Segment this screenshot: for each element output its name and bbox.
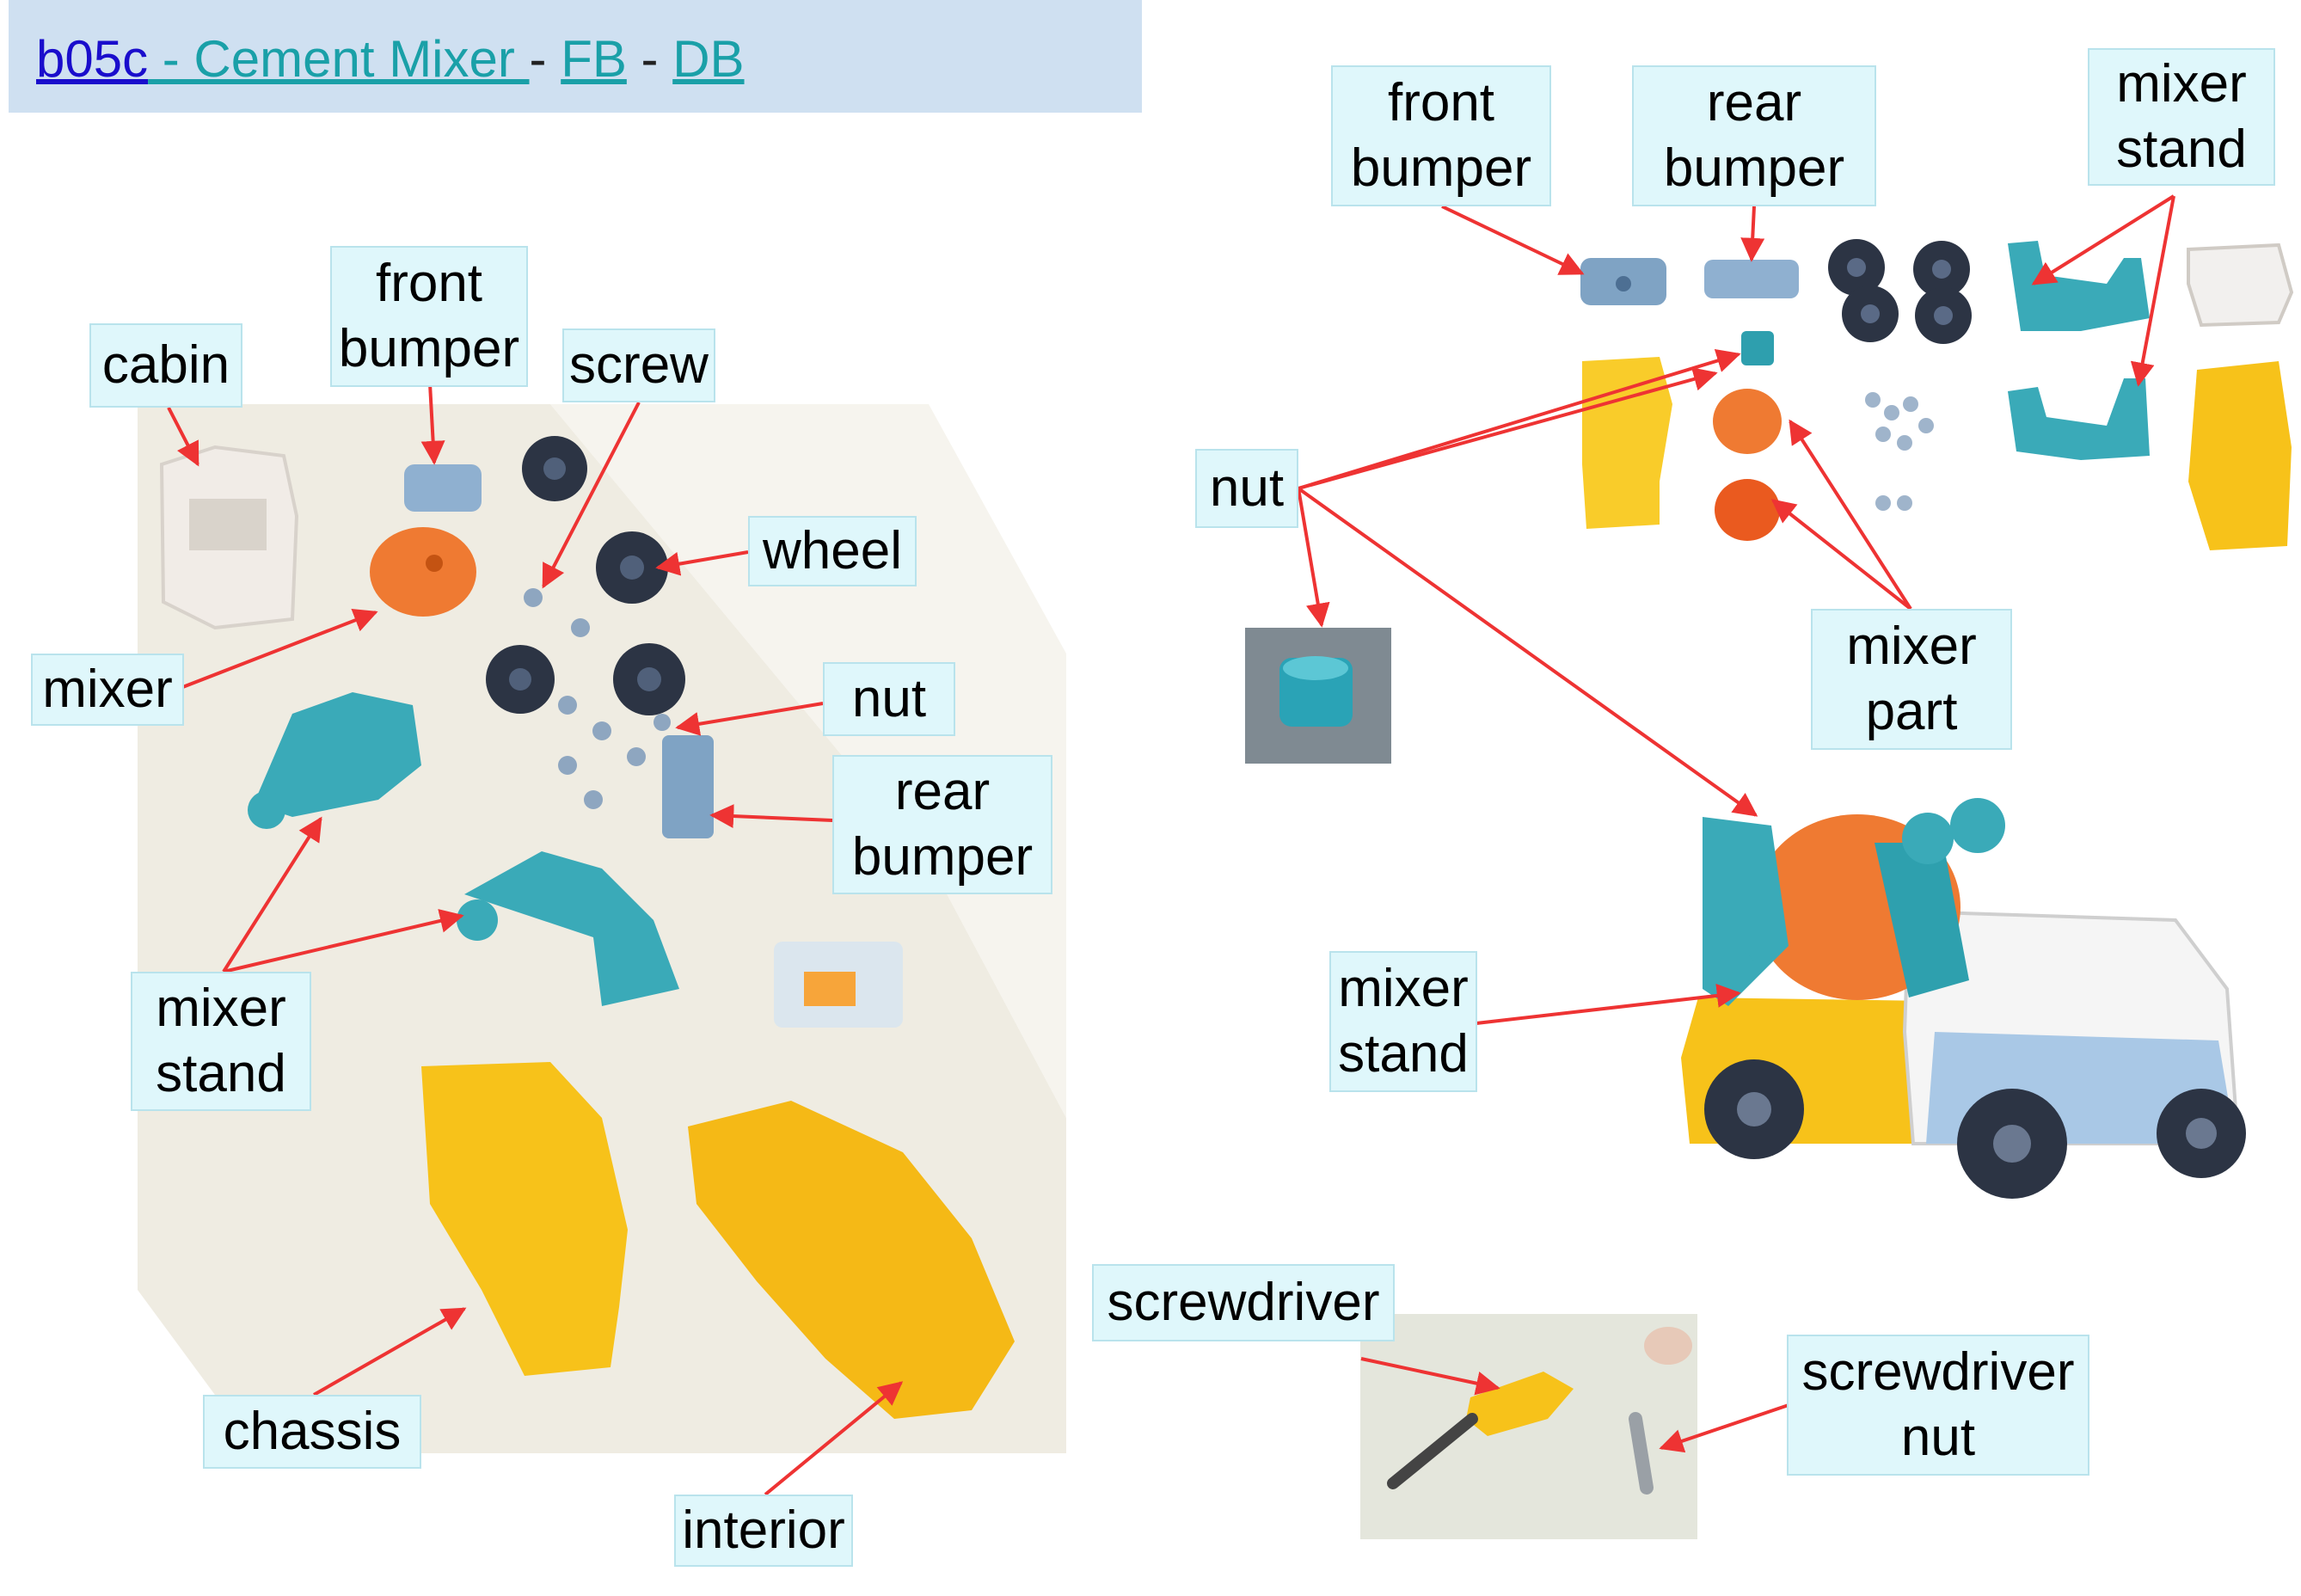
interior-part xyxy=(2188,361,2292,550)
screwdriver-photo xyxy=(1360,1314,1697,1539)
arrow-mixer-stand-1 xyxy=(222,816,322,973)
arrow-wheel xyxy=(655,550,749,576)
front-bumper-part xyxy=(404,464,482,512)
arrow-screwdriver-nut xyxy=(1659,1403,1789,1453)
screws-and-nuts xyxy=(524,588,671,809)
arrow-mixer-stand-top-1 xyxy=(2031,194,2175,285)
mixer-stand-part xyxy=(464,851,679,1006)
rear-bumper-part xyxy=(1704,260,1799,298)
arrows-right xyxy=(1297,194,2175,1453)
left-parts-photo xyxy=(138,404,1066,1453)
mixer-part xyxy=(1713,389,1782,454)
label-mixer-stand-right: mixer stand xyxy=(1329,951,1477,1092)
mixer-stand-part xyxy=(2008,378,2150,460)
screws xyxy=(1865,392,1934,511)
label-mixer-part: mixer part xyxy=(1811,609,2012,750)
arrow-screwdriver xyxy=(1360,1357,1500,1396)
nut-part xyxy=(1741,331,1774,365)
cabin-part xyxy=(2187,242,2294,328)
arrow-nut-1 xyxy=(1298,348,1741,490)
nut-closeup-photo xyxy=(1245,628,1391,764)
wheels xyxy=(1828,239,1972,344)
arrow-mixer-part-2 xyxy=(1770,499,1912,611)
arrow-mixer-stand-top-2 xyxy=(2130,195,2175,387)
label-screwdriver: screwdriver xyxy=(1092,1264,1395,1341)
mixer-stand-part xyxy=(254,692,421,817)
title-bar: b05c - Cement Mixer - FB - DB xyxy=(9,0,1142,113)
page-title: b05c - Cement Mixer - FB - DB xyxy=(36,29,745,89)
arrows-left xyxy=(167,383,904,1496)
arrow-mixer-stand-right xyxy=(1476,983,1741,1025)
label-cabin: cabin xyxy=(89,323,242,408)
code-link[interactable]: b05c xyxy=(36,30,149,88)
separator: - xyxy=(529,30,561,88)
label-screwdriver-nut: screwdriver nut xyxy=(1787,1335,2089,1476)
arrow-nut xyxy=(675,702,824,736)
arrow-chassis xyxy=(313,1307,467,1396)
fb-link[interactable]: FB xyxy=(561,30,627,88)
arrow-mixer-stand-2 xyxy=(223,909,464,973)
right-parts-photo xyxy=(1580,239,2294,550)
label-rear-bumper-right: rear bumper xyxy=(1632,65,1876,206)
arrow-nut-4 xyxy=(1297,487,1758,817)
mixer-part xyxy=(1715,479,1780,541)
arrow-nut-2 xyxy=(1298,367,1718,490)
mixer-stand-part xyxy=(2008,241,2150,331)
label-mixer-stand: mixer stand xyxy=(131,972,311,1111)
arrow-cabin xyxy=(167,407,199,467)
label-front-bumper-right: front bumper xyxy=(1331,65,1551,206)
arrow-rear-bumper-right xyxy=(1740,206,1765,262)
label-nut-right: nut xyxy=(1195,449,1298,528)
arrow-interior xyxy=(764,1381,904,1496)
label-interior: interior xyxy=(674,1495,853,1567)
title-link[interactable]: - Cement Mixer xyxy=(148,30,530,88)
mixer-part xyxy=(370,527,476,617)
label-wheel: wheel xyxy=(748,516,917,586)
screwdriver-part xyxy=(1466,1372,1574,1436)
label-rear-bumper: rear bumper xyxy=(832,755,1052,894)
arrow-front-bumper xyxy=(420,383,445,465)
rear-bumper-part xyxy=(662,735,714,838)
arrow-screw xyxy=(542,402,641,589)
screwdriver-nut-part xyxy=(1629,1412,1654,1495)
arrow-rear-bumper xyxy=(709,804,833,829)
label-mixer: mixer xyxy=(31,654,184,726)
db-link[interactable]: DB xyxy=(672,30,745,88)
label-chassis: chassis xyxy=(203,1395,421,1469)
arrow-mixer xyxy=(180,609,378,690)
chassis-part xyxy=(1582,357,1672,529)
label-screw: screw xyxy=(562,328,715,402)
assembled-truck-photo xyxy=(1681,798,2246,1199)
label-nut: nut xyxy=(823,662,955,736)
label-front-bumper: front bumper xyxy=(330,246,528,387)
label-mixer-stand-top: mixer stand xyxy=(2088,48,2275,186)
arrow-nut-3 xyxy=(1297,488,1330,628)
arrow-front-bumper-right xyxy=(1441,205,1585,275)
interior-part xyxy=(688,1101,1015,1419)
chassis-part xyxy=(421,1062,628,1376)
separator: - xyxy=(626,30,673,88)
arrow-mixer-part-1 xyxy=(1789,419,1912,611)
